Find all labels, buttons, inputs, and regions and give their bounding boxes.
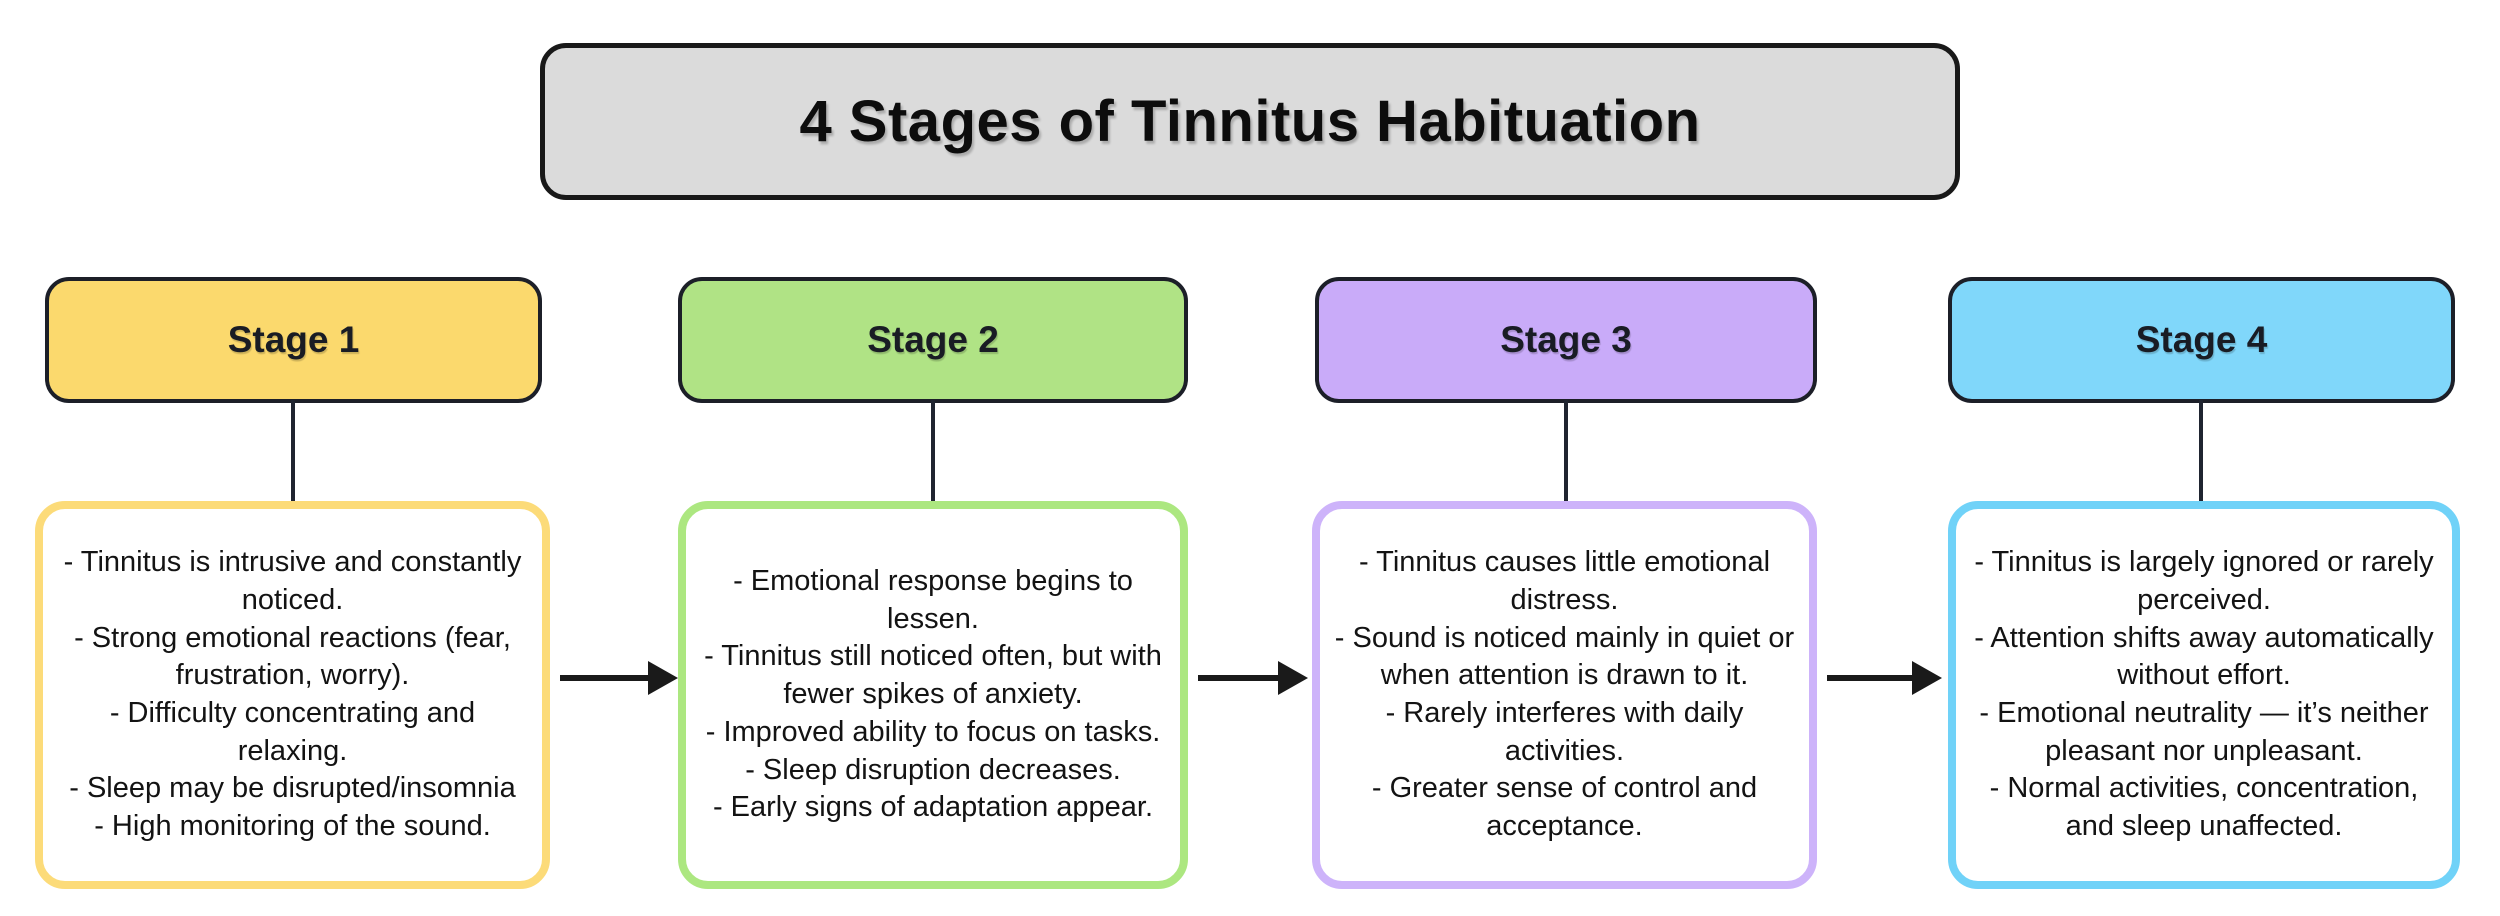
stage-2-details: - Emotional response begins to lessen. -… bbox=[678, 501, 1188, 889]
bullet-point: - Tinnitus is intrusive and constantly n… bbox=[63, 546, 522, 616]
stage-4-header: Stage 4 bbox=[1948, 277, 2455, 403]
title-box: 4 Stages of Tinnitus Habituation bbox=[540, 43, 1960, 200]
bullet-point: - Rarely interferes with daily activitie… bbox=[1385, 697, 1744, 767]
bullet-point: - Attention shifts away automatically wi… bbox=[1974, 621, 2434, 692]
stage-1-label: Stage 1 bbox=[227, 319, 360, 360]
stage-1-header: Stage 1 bbox=[45, 277, 542, 403]
bullet-point: - Improved ability to focus on tasks. bbox=[705, 715, 1161, 748]
stage-2-label: Stage 2 bbox=[867, 319, 999, 360]
bullet-point: - Sleep may be disrupted/insomnia bbox=[69, 772, 516, 805]
bullet-point: - Difficulty concentrating and relaxing. bbox=[109, 697, 476, 767]
bullet-point: - Emotional neutrality — it’s neither pl… bbox=[1979, 697, 2429, 767]
arrow-head-icon bbox=[648, 661, 678, 695]
stage-2-header: Stage 2 bbox=[678, 277, 1188, 403]
connector-line-1 bbox=[291, 400, 295, 503]
stage-3-header: Stage 3 bbox=[1315, 277, 1817, 403]
connector-line-2 bbox=[931, 400, 935, 503]
stage-3-details: - Tinnitus causes little emotional distr… bbox=[1312, 501, 1817, 889]
connector-line-3 bbox=[1564, 400, 1568, 503]
diagram-title: 4 Stages of Tinnitus Habituation bbox=[799, 89, 1701, 154]
stage-3-label: Stage 3 bbox=[1500, 319, 1632, 360]
arrow-line bbox=[560, 675, 648, 681]
bullet-point: - Tinnitus is largely ignored or rarely … bbox=[1974, 546, 2434, 616]
arrow-line bbox=[1827, 675, 1912, 681]
bullet-point: - Tinnitus still noticed often, but with… bbox=[704, 640, 1162, 711]
bullet-point: - Sleep disruption decreases. bbox=[745, 753, 1121, 786]
stage-4-details: - Tinnitus is largely ignored or rarely … bbox=[1948, 501, 2460, 889]
stage-1-details: - Tinnitus is intrusive and constantly n… bbox=[35, 501, 550, 889]
arrow-line bbox=[1198, 675, 1278, 681]
connector-line-4 bbox=[2199, 400, 2203, 503]
bullet-point: - Sound is noticed mainly in quiet or wh… bbox=[1334, 621, 1795, 692]
bullet-point: - High monitoring of the sound. bbox=[94, 810, 491, 843]
bullet-point: - Tinnitus causes little emotional distr… bbox=[1358, 546, 1771, 616]
bullet-point: - Strong emotional reactions (fear, frus… bbox=[74, 621, 511, 692]
stage-4-label: Stage 4 bbox=[2135, 319, 2268, 360]
bullet-point: - Early signs of adaptation appear. bbox=[712, 791, 1154, 824]
bullet-point: - Emotional response begins to lessen. bbox=[733, 565, 1133, 635]
bullet-point: - Normal activities, concentration, and … bbox=[1989, 772, 2419, 843]
bullet-point: - Greater sense of control and acceptanc… bbox=[1371, 772, 1758, 843]
arrow-head-icon bbox=[1912, 661, 1942, 695]
arrow-head-icon bbox=[1278, 661, 1308, 695]
